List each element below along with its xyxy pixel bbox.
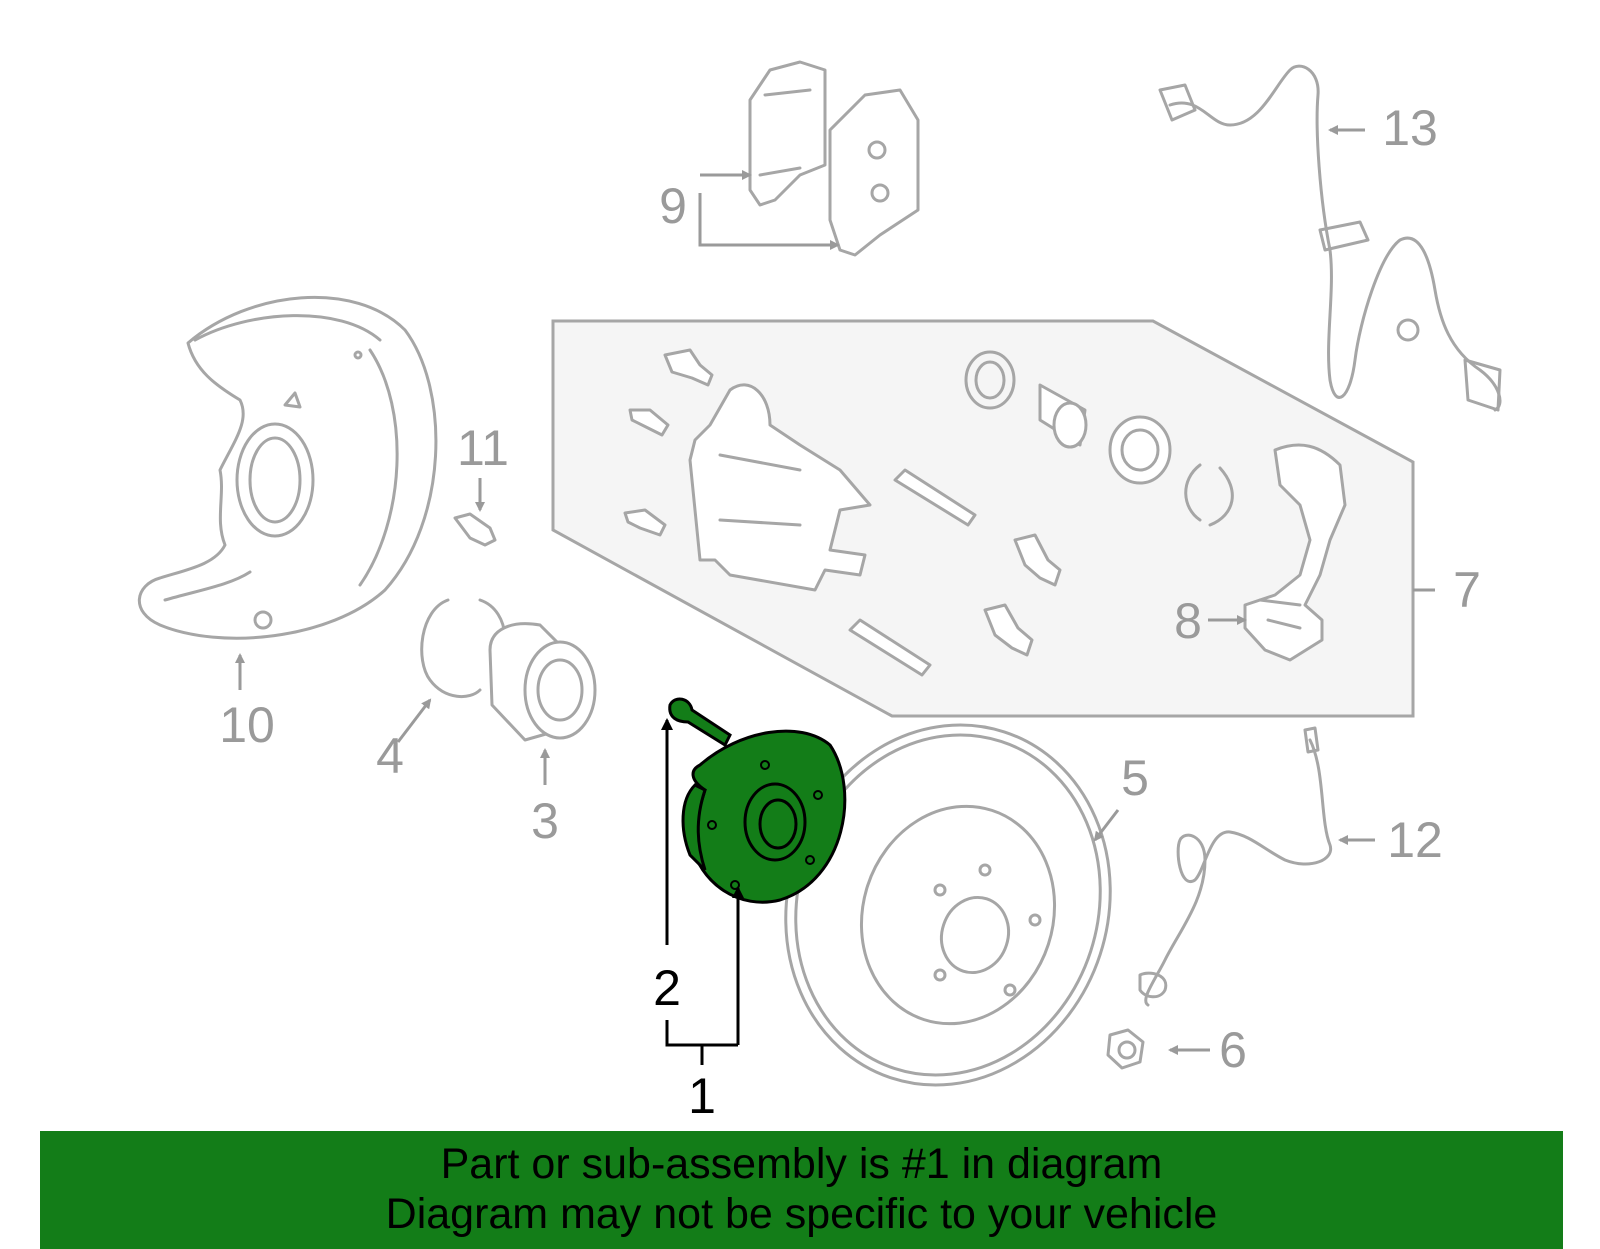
callout-11: 11 [457, 420, 509, 476]
callout-1: 1 [688, 1068, 716, 1124]
nut-part [1106, 1028, 1145, 1070]
abs-sensor-lower-part [1138, 726, 1333, 1007]
info-banner: Part or sub-assembly is #1 in diagram Di… [40, 1131, 1563, 1249]
callout-9: 9 [659, 178, 687, 234]
caliper-kit-parts [623, 348, 1347, 677]
callout-7: 7 [1453, 562, 1481, 618]
wheel-hub-highlighted-part [668, 697, 847, 904]
bolt-11-part [453, 512, 497, 547]
callout-2: 2 [653, 960, 681, 1016]
callout-6: 6 [1219, 1022, 1247, 1078]
bearing-part [488, 622, 597, 742]
callout-3: 3 [531, 793, 559, 849]
callout-10: 10 [219, 697, 275, 753]
abs-sensor-upper-part [1158, 64, 1502, 412]
banner-line-1: Part or sub-assembly is #1 in diagram [440, 1140, 1163, 1188]
callout-4: 4 [376, 728, 404, 784]
callout-8: 8 [1174, 593, 1202, 649]
callout-13: 13 [1382, 100, 1438, 156]
brake-pads-part [748, 60, 920, 257]
leader-lines [235, 125, 1435, 1065]
callout-12: 12 [1387, 812, 1443, 868]
dust-shield-part [137, 296, 438, 640]
callout-5: 5 [1121, 750, 1149, 806]
brake-rotor-part [784, 723, 1112, 1087]
banner-line-2: Diagram may not be specific to your vehi… [385, 1190, 1218, 1238]
